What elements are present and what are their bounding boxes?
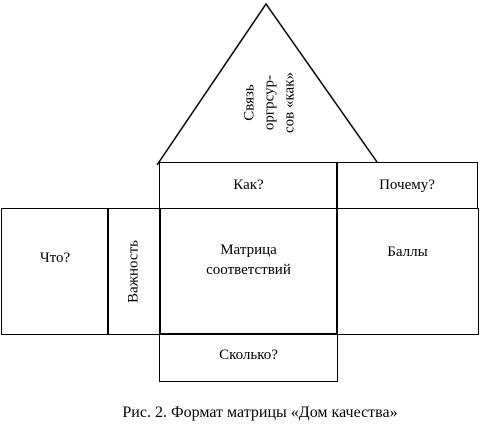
importance-cell xyxy=(107,208,161,335)
matrix-label-line-1: Матрица xyxy=(220,242,277,258)
how-label: Как? xyxy=(233,177,264,193)
scores-cell xyxy=(336,208,479,335)
matrix-label-line-2: соответствий xyxy=(206,262,291,278)
importance-label: Важность xyxy=(125,240,142,303)
how-much-label: Сколько? xyxy=(219,347,278,363)
why-label: Почему? xyxy=(379,177,435,193)
matrix-cell xyxy=(159,208,338,335)
scores-label: Баллы xyxy=(387,244,428,260)
roof-label: Связь оргрсур- сов «как» xyxy=(196,50,336,160)
how-much-cell xyxy=(159,333,338,382)
what-cell xyxy=(1,208,109,335)
what-label: Что? xyxy=(39,250,71,266)
figure-caption: Рис. 2. Формат матрицы «Дом качества» xyxy=(122,404,398,421)
roof-label-line-2: оргрсур- xyxy=(261,74,278,131)
roof-label-line-3: сов «как» xyxy=(281,72,298,133)
matrix-label: Матрица соответствий xyxy=(159,240,338,280)
roof-label-line-1: Связь xyxy=(241,84,258,121)
